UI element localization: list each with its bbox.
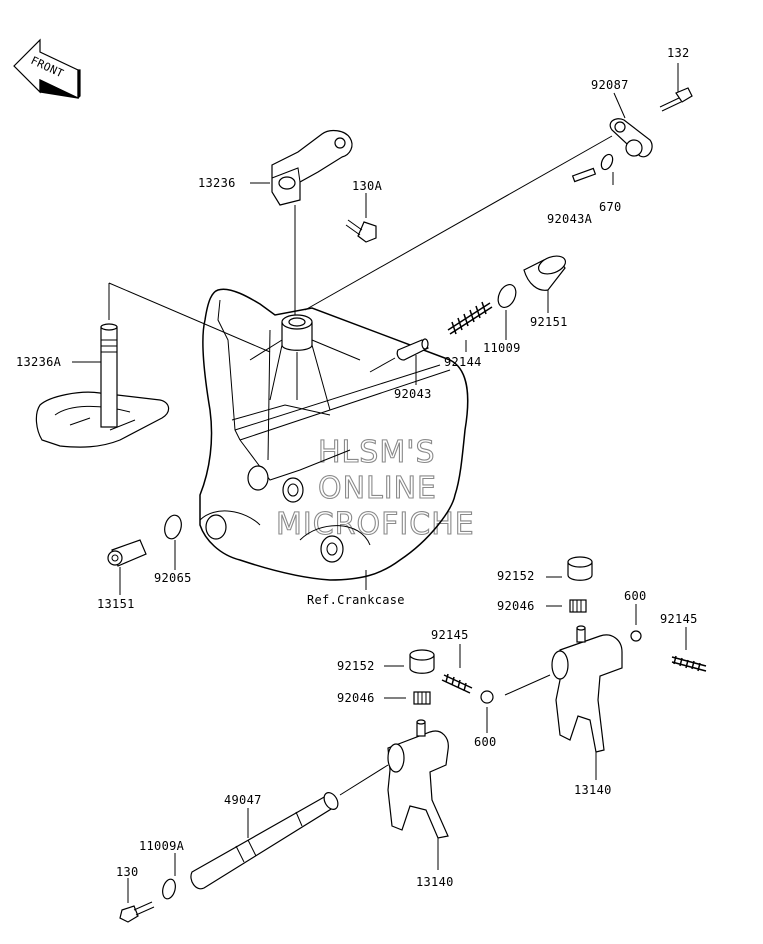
label-11009: 11009 — [483, 341, 521, 355]
label-13151: 13151 — [97, 597, 135, 611]
label-92046-right: 92046 — [497, 599, 535, 613]
washer-92065-icon — [164, 514, 182, 540]
washer-11009-icon — [497, 284, 517, 308]
pin-92043A-icon — [571, 167, 597, 183]
spring-92145-right-icon — [671, 655, 707, 672]
bolt-132-icon — [659, 87, 693, 112]
bracket-92087-icon — [609, 118, 653, 158]
pin-92043-icon — [396, 338, 429, 361]
label-13236: 13236 — [198, 176, 236, 190]
watermark-line-2: ONLINE — [318, 471, 437, 506]
label-ref-crankcase: Ref.Crankcase — [307, 593, 405, 607]
label-670: 670 — [599, 200, 622, 214]
part-labels: 132 92087 13236 130A 670 92043A 92151 11… — [16, 46, 698, 889]
plug-92151-icon — [523, 255, 567, 291]
label-92087: 92087 — [591, 78, 629, 92]
label-92145-left: 92145 — [431, 628, 469, 642]
o-ring-670-icon — [600, 153, 614, 171]
switch-13151-icon — [107, 539, 147, 567]
collar-92152-right-icon — [567, 556, 593, 581]
label-49047: 49047 — [224, 793, 262, 807]
label-92046-left: 92046 — [337, 691, 375, 705]
label-92151: 92151 — [530, 315, 568, 329]
collar-92152-left-icon — [409, 649, 435, 674]
ball-600-left-icon — [480, 690, 494, 704]
label-130A: 130A — [352, 179, 383, 193]
spring-92145-left-icon — [441, 673, 473, 694]
label-13140-right: 13140 — [574, 783, 612, 797]
shift-drum-13236A-icon — [35, 323, 170, 448]
leader-lines — [72, 63, 687, 903]
spring-92144-icon — [447, 301, 493, 335]
label-92065: 92065 — [154, 571, 192, 585]
label-13140-left: 13140 — [416, 875, 454, 889]
label-92043: 92043 — [394, 387, 432, 401]
label-92043A: 92043A — [547, 212, 593, 226]
washer-11009A-icon — [162, 878, 176, 900]
front-arrow-icon: FRONT — [13, 38, 81, 99]
shift-fork-13140-left-icon — [387, 719, 449, 839]
label-11009A: 11009A — [139, 839, 185, 853]
watermark-line-1: HLSM'S — [318, 435, 436, 470]
bolt-130-icon — [119, 901, 155, 923]
label-13236A: 13236A — [16, 355, 62, 369]
label-92152-right: 92152 — [497, 569, 535, 583]
label-92152-left: 92152 — [337, 659, 375, 673]
label-92144: 92144 — [444, 355, 482, 369]
shift-lever-13236-icon — [271, 129, 353, 206]
label-600-left: 600 — [474, 735, 497, 749]
ball-600-right-icon — [630, 630, 642, 642]
label-600-right: 600 — [624, 589, 647, 603]
shaft-49047-icon — [190, 792, 339, 890]
bolt-130A-icon — [345, 219, 377, 243]
label-132: 132 — [667, 46, 690, 60]
bearing-92046-right-icon — [569, 599, 587, 613]
label-130: 130 — [116, 865, 139, 879]
watermark-line-3: MICROFICHE — [276, 507, 475, 542]
watermark: HLSM'S ONLINE MICROFICHE — [275, 434, 475, 542]
bearing-92046-left-icon — [413, 691, 431, 705]
shift-fork-13140-right-icon — [551, 625, 623, 753]
label-92145-right: 92145 — [660, 612, 698, 626]
